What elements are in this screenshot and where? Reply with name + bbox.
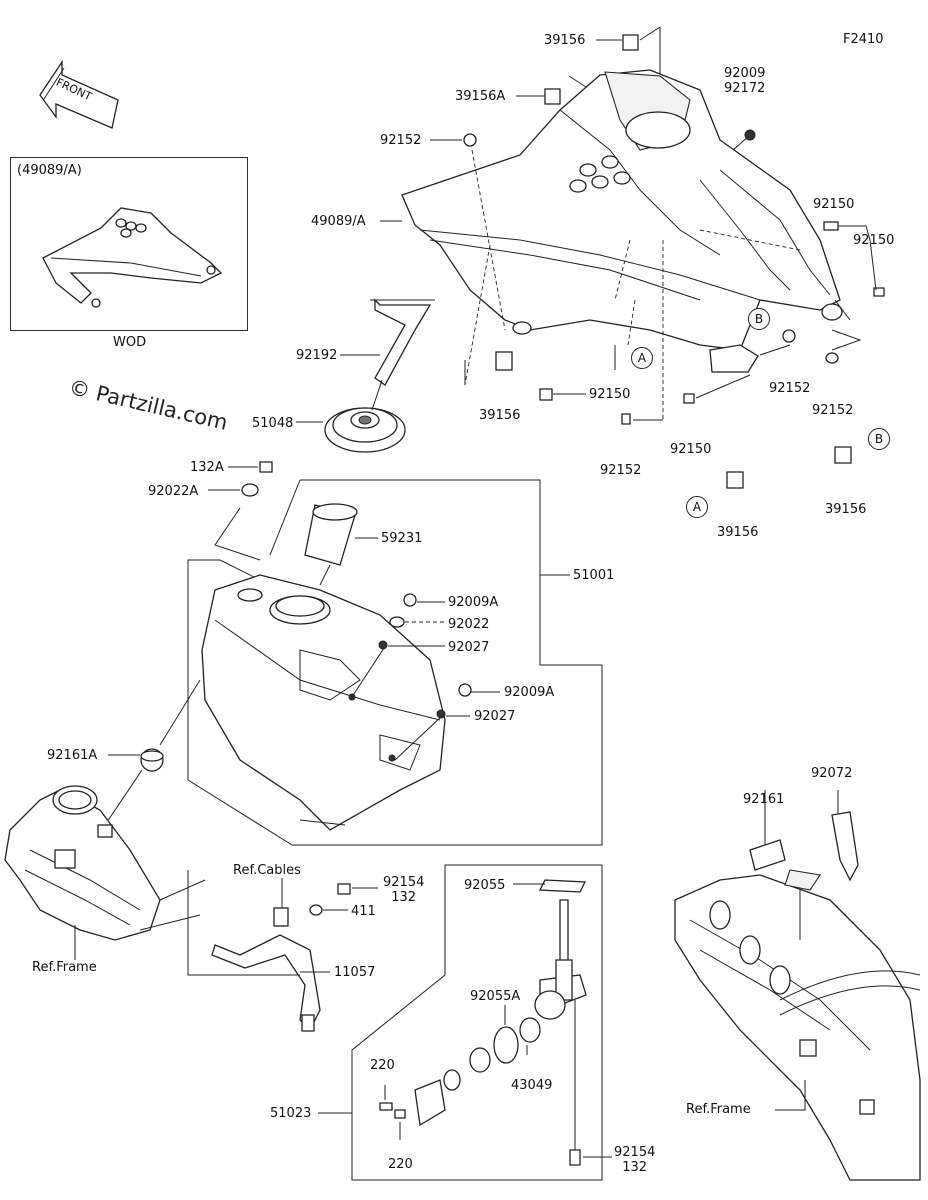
callout-b-1: B [748,308,770,330]
inset-title: (49089/A) [17,163,82,178]
part-label-39156-a: 39156 [717,525,759,540]
part-label-411: 411 [351,904,376,919]
part-label-92150-low: 92150 [670,442,712,457]
part-label-92150-r2: 92150 [853,233,895,248]
fuel-tank-part [201,574,446,831]
part-label-51023: 51023 [270,1106,312,1121]
part-label-92072: 92072 [811,766,853,781]
ref-frame-right-label: Ref.Frame [686,1102,751,1117]
part-label-92152-r1: 92152 [769,381,811,396]
part-label-220-a: 220 [370,1058,395,1073]
part-label-92009a-2: 92009A [504,685,555,700]
part-label-92150-r1: 92150 [813,197,855,212]
part-label-92152-top: 92152 [380,133,422,148]
part-label-51001: 51001 [573,568,615,583]
ref-frame-left-label: Ref.Frame [32,960,97,975]
diagram-code: F2410 [843,32,884,47]
shroud-part [401,69,843,373]
inset-caption: WOD [113,335,147,350]
part-label-51048: 51048 [252,416,294,431]
part-label-92161a: 92161A [47,748,98,763]
inset-shroud-drawing [42,207,223,308]
part-label-92027-2: 92027 [474,709,516,724]
callout-a-2: A [686,496,708,518]
part-label-39156-b: 39156 [825,502,867,517]
callout-b-2: B [868,428,890,450]
part-label-49089a: 49089/A [311,214,366,229]
part-label-39156-top: 39156 [544,33,586,48]
fuel-hose-part [374,298,432,386]
fastener-parts [463,34,885,489]
fuel-cap-part [324,407,406,453]
part-label-11057: 11057 [334,965,376,980]
part-label-92055: 92055 [464,878,506,893]
part-label-92009-92172: 92009 92172 [724,66,766,96]
part-label-92154-132-a: 92154 132 [383,875,425,905]
part-label-39156-mid: 39156 [479,408,521,423]
callout-a-1: A [631,347,653,369]
bracket-part [211,907,321,1032]
part-label-43049: 43049 [511,1078,553,1093]
part-label-39156a: 39156A [455,89,506,104]
part-label-92022: 92022 [448,617,490,632]
part-label-92055a: 92055A [470,989,521,1004]
fuel-cock-part [379,879,587,1166]
front-arrow-icon [39,59,119,129]
part-label-92009a-1: 92009A [448,595,499,610]
part-label-92192: 92192 [296,348,338,363]
part-label-59231: 59231 [381,531,423,546]
part-label-92027-1: 92027 [448,640,490,655]
frame-left-part [4,785,206,941]
part-label-132a: 132A [190,460,224,475]
part-label-92154-132-b: 92154 132 [614,1145,656,1175]
ref-cables-label: Ref.Cables [233,863,301,878]
part-label-92022a: 92022A [148,484,199,499]
part-label-92152-low: 92152 [600,463,642,478]
part-label-92152-r2: 92152 [812,403,854,418]
inset-box: (49089/A) [10,157,248,331]
part-label-92161: 92161 [743,792,785,807]
part-label-220-b: 220 [388,1157,413,1172]
clip-part [831,811,859,882]
part-label-92150-mid: 92150 [589,387,631,402]
filter-part [304,503,358,566]
frame-right-part [674,839,921,1181]
